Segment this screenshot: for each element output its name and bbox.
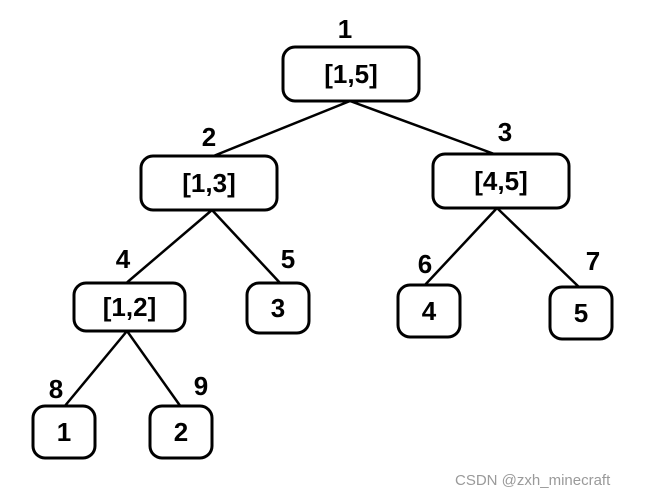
- tree-node-3: [4,5] 3: [431, 117, 571, 210]
- node-index-label: 2: [202, 122, 216, 152]
- node-interval-label: 3: [271, 293, 285, 323]
- tree-edges: [63, 99, 581, 408]
- node-box: [31, 404, 97, 460]
- tree-edge-n2-n4: [123, 209, 213, 286]
- tree-edge-n3-n6: [423, 207, 498, 287]
- tree-node-8: 18: [31, 374, 97, 460]
- tree-node-4: [1,2] 4: [72, 244, 187, 333]
- node-box: [148, 404, 214, 460]
- node-box: [548, 285, 614, 341]
- node-box: [431, 152, 571, 210]
- tree-edge-n4-n9: [125, 330, 183, 408]
- node-box: [139, 154, 279, 212]
- node-interval-label: 4: [422, 296, 437, 326]
- node-box: [72, 281, 187, 333]
- tree-edge-n1-n2: [210, 99, 351, 159]
- node-index-label: 8: [49, 374, 63, 404]
- node-interval-label: [4,5]: [474, 166, 527, 196]
- node-box: [281, 45, 421, 103]
- node-index-label: 7: [586, 246, 600, 276]
- node-index-label: 1: [338, 14, 352, 44]
- tree-node-6: 46: [396, 249, 462, 339]
- tree-edge-n2-n5: [211, 209, 282, 285]
- node-interval-label: [1,3]: [182, 168, 235, 198]
- node-index-label: 5: [281, 244, 295, 274]
- node-interval-label: 5: [574, 298, 588, 328]
- node-index-label: 4: [116, 244, 131, 274]
- tree-node-1: [1,5] 1: [281, 14, 421, 103]
- node-box: [245, 281, 311, 335]
- node-interval-label: [1,5]: [324, 59, 377, 89]
- tree-edge-n1-n3: [349, 99, 498, 157]
- tree-node-7: 57: [548, 246, 614, 341]
- node-box: [396, 283, 462, 339]
- node-index-label: 9: [194, 371, 208, 401]
- watermark: CSDN @zxh_minecraft: [455, 472, 611, 489]
- node-interval-label: 2: [174, 417, 188, 447]
- tree-edge-n4-n8: [63, 330, 128, 408]
- node-interval-label: [1,2]: [103, 292, 156, 322]
- tree-node-9: 29: [148, 371, 214, 460]
- node-interval-label: 1: [57, 417, 71, 447]
- tree-node-5: 35: [245, 244, 311, 335]
- node-index-label: 3: [498, 117, 512, 147]
- tree-edge-n3-n7: [496, 207, 581, 289]
- tree-node-2: [1,3] 2: [139, 122, 279, 212]
- node-index-label: 6: [418, 249, 432, 279]
